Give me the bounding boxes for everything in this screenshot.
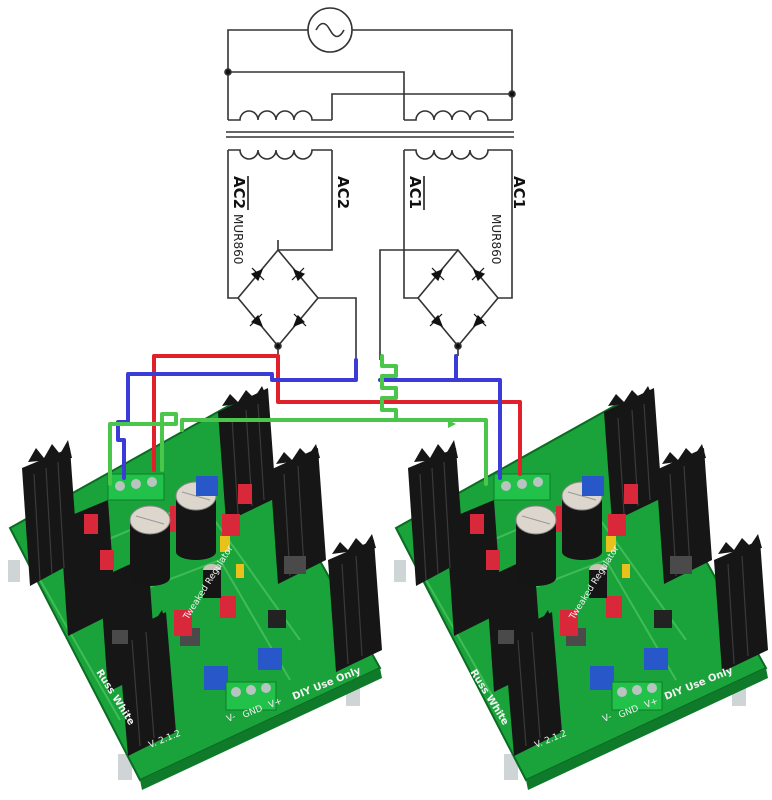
label-diode-right: MUR860 bbox=[489, 214, 503, 264]
regulator-board-left: Russ White DIY Use Only V. 2.1.2 Tweaked… bbox=[7, 385, 383, 791]
terminal-label-vplus-left: V+ bbox=[267, 696, 283, 710]
wire-blue-left bbox=[116, 358, 358, 480]
primary-crossover bbox=[228, 71, 512, 120]
primary-coil-left bbox=[228, 110, 332, 121]
bridge-rectifier-left bbox=[236, 248, 320, 348]
label-ac1: AC1 bbox=[510, 176, 528, 209]
terminal-label-vminus-left: V- bbox=[225, 712, 237, 725]
terminal-label-vminus-right: V- bbox=[601, 712, 613, 725]
primary-coil-right bbox=[404, 110, 512, 121]
label-ac1-bar: AC1 bbox=[406, 176, 424, 209]
wire-green-main bbox=[180, 354, 398, 432]
bridge-rectifier-right bbox=[416, 248, 500, 348]
label-ac2-bar: AC2 bbox=[230, 176, 248, 209]
wire-green-left bbox=[108, 412, 178, 486]
primary-wire-right bbox=[352, 29, 513, 120]
primary-wire-left bbox=[227, 29, 308, 120]
regulator-board-right: Russ White DIY Use Only V. 2.1.2 Tweaked… bbox=[393, 385, 769, 791]
secondary-coil-right bbox=[404, 149, 512, 160]
sine-wave-icon bbox=[315, 22, 345, 38]
schematic bbox=[224, 7, 516, 360]
terminal-label-vplus-right: V+ bbox=[643, 696, 659, 710]
secondary-coil-left bbox=[228, 149, 332, 160]
label-ac2: AC2 bbox=[334, 176, 352, 209]
wiring bbox=[108, 354, 522, 486]
wire-green-right bbox=[394, 418, 488, 486]
wire-blue-right bbox=[378, 354, 502, 480]
label-diode-left: MUR860 bbox=[231, 214, 245, 264]
